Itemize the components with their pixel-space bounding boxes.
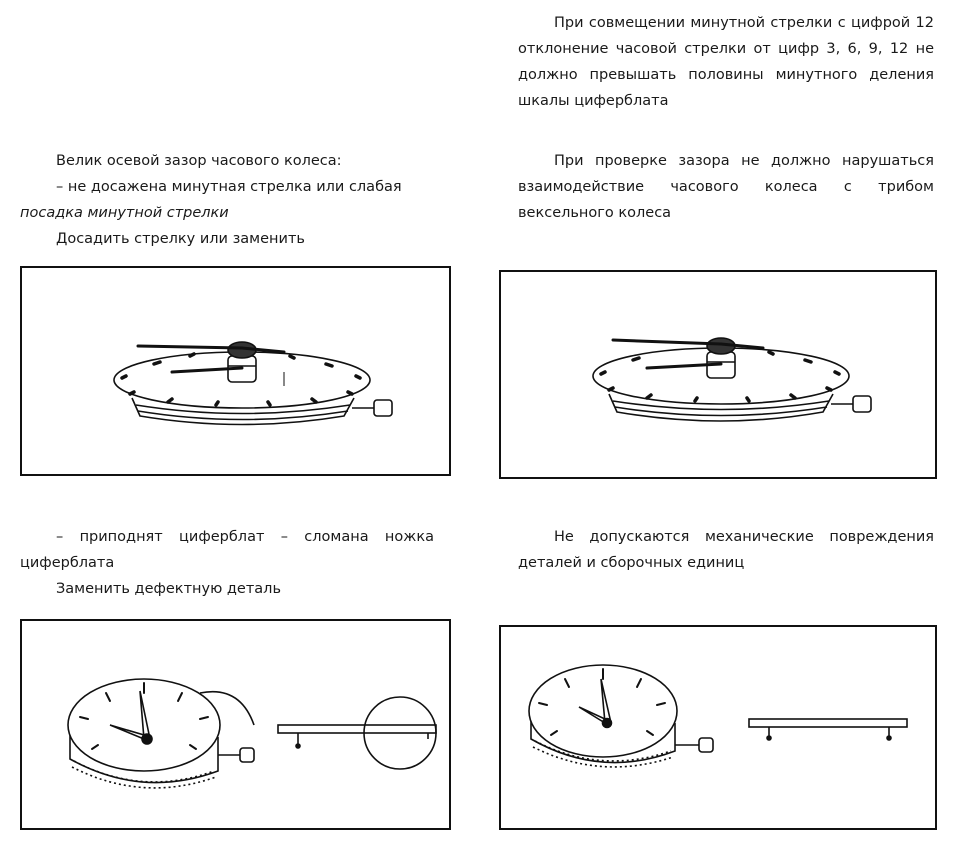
- fault-raised-dial-remedy: Заменить дефектную деталь: [56, 581, 281, 597]
- note-no-damage: Не допускаются механические повреждения …: [518, 524, 934, 576]
- figure-1-watch-side-hands-raised: [113, 341, 393, 426]
- note-clearance-check-text: При проверке зазора не должно нарушаться…: [518, 153, 934, 221]
- fault-cause: – не досажена минутная стрелка или слаба…: [56, 179, 402, 195]
- figure-1-frame: [20, 266, 451, 476]
- figure-3-raised-dial-broken-foot: [67, 678, 437, 789]
- note-clearance-check: При проверке зазора не должно нарушаться…: [518, 148, 934, 226]
- note-no-damage-text: Не допускаются механические повреждения …: [518, 529, 934, 571]
- figure-4-frame: [499, 625, 937, 830]
- fault-cause-italic: посадка минутной стрелки: [20, 205, 229, 221]
- figure-4-watch-and-dial-plate: [528, 664, 908, 768]
- figure-2-watch-side-hands-seated: [592, 337, 872, 422]
- fault-heading: Велик осевой зазор часового колеса:: [56, 153, 342, 169]
- note-hand-alignment: При совмещении минутной стрелки с цифрой…: [518, 10, 934, 114]
- figure-2-frame: [499, 270, 937, 479]
- fault-raised-dial: – приподнят циферблат – сломана ножка ци…: [20, 524, 434, 602]
- note-hand-alignment-text: При совмещении минутной стрелки с цифрой…: [518, 15, 934, 109]
- fault-axial-clearance: Велик осевой зазор часового колеса: – не…: [20, 148, 434, 252]
- fault-remedy: Досадить стрелку или заменить: [56, 231, 305, 247]
- fault-raised-dial-cause: – приподнят циферблат – сломана ножка ци…: [20, 529, 434, 571]
- figure-3-frame: [20, 619, 451, 830]
